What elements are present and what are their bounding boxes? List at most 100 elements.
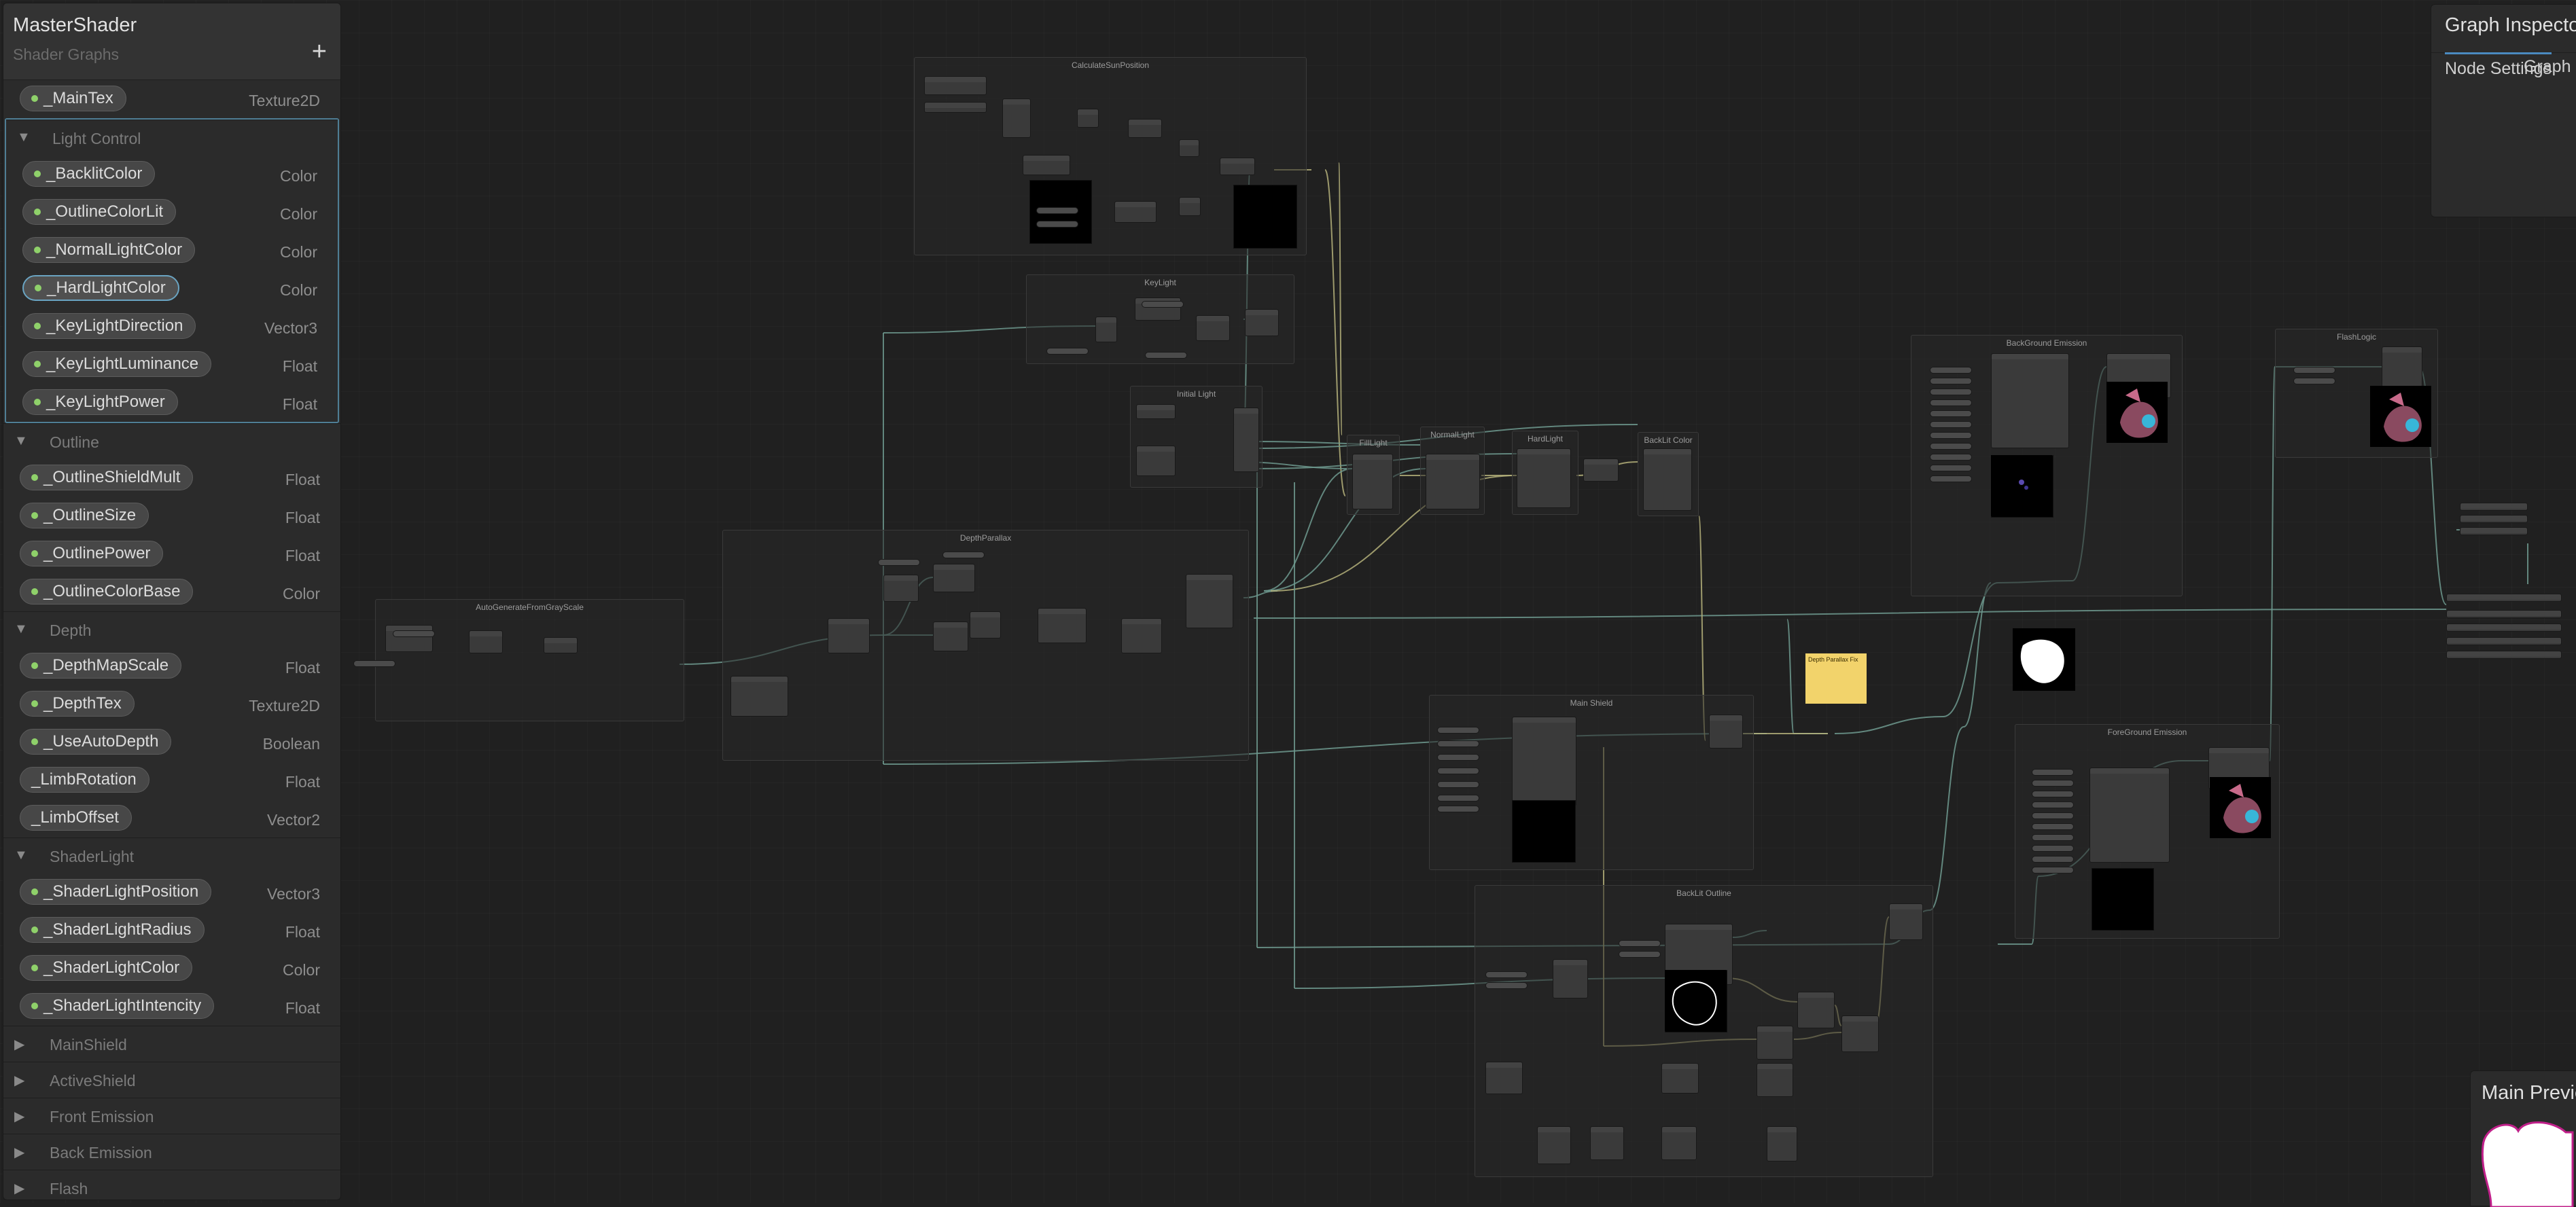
master-stack-block[interactable] bbox=[2446, 624, 2562, 632]
edge-wire[interactable] bbox=[1943, 582, 1998, 717]
property-node[interactable] bbox=[1930, 367, 1972, 374]
graph-node[interactable] bbox=[1643, 448, 1692, 511]
edge-wire[interactable] bbox=[2269, 366, 2276, 761]
property-node[interactable] bbox=[1930, 421, 1972, 428]
graph-node[interactable] bbox=[1512, 717, 1576, 806]
property-pill[interactable]: _DepthTex bbox=[20, 691, 135, 717]
property-node[interactable] bbox=[1437, 727, 1479, 734]
property-node[interactable] bbox=[1485, 971, 1528, 978]
property-node[interactable] bbox=[1485, 982, 1528, 989]
property-node[interactable] bbox=[1930, 465, 1972, 471]
graph-node[interactable] bbox=[1426, 454, 1480, 509]
property-node[interactable] bbox=[2032, 812, 2074, 819]
category-header[interactable]: ▼ShaderLight bbox=[3, 837, 340, 873]
property-node[interactable] bbox=[2032, 834, 2074, 841]
add-property-button[interactable]: + bbox=[311, 37, 327, 66]
chevron-right-icon[interactable]: ▶ bbox=[14, 1037, 25, 1052]
property-node[interactable] bbox=[1930, 443, 1972, 450]
property-node[interactable] bbox=[1619, 951, 1661, 958]
graph-node[interactable] bbox=[1797, 992, 1835, 1028]
graph-node[interactable] bbox=[1485, 1062, 1523, 1094]
category-header[interactable]: ▶Front Emission bbox=[3, 1098, 340, 1134]
property-node[interactable] bbox=[2293, 367, 2335, 374]
graph-node[interactable] bbox=[883, 575, 919, 602]
property-node[interactable] bbox=[1036, 207, 1078, 214]
graph-node[interactable] bbox=[1038, 608, 1087, 643]
property-pill[interactable]: _ShaderLightRadius bbox=[20, 917, 205, 943]
master-stack-block[interactable] bbox=[2446, 594, 2562, 602]
property-node[interactable] bbox=[2293, 378, 2335, 384]
graph-node[interactable] bbox=[1136, 404, 1176, 419]
graph-node[interactable] bbox=[1537, 1126, 1571, 1164]
graph-node[interactable] bbox=[1517, 448, 1571, 508]
graph-node[interactable] bbox=[924, 102, 987, 113]
property-pill[interactable]: _ShaderLightIntencity bbox=[20, 993, 215, 1019]
property-pill[interactable]: _OutlineShieldMult bbox=[20, 465, 194, 490]
category-header[interactable]: ▶ActiveShield bbox=[3, 1062, 340, 1098]
edge-wire[interactable] bbox=[1263, 468, 1353, 592]
edge-wire[interactable] bbox=[1253, 609, 2447, 619]
graph-node[interactable] bbox=[828, 618, 870, 653]
property-node[interactable] bbox=[1930, 410, 1972, 417]
master-stack-block[interactable] bbox=[2446, 637, 2562, 645]
category-header[interactable]: ▼Light Control bbox=[6, 120, 338, 156]
graph-node[interactable] bbox=[1709, 715, 1743, 749]
graph-node[interactable] bbox=[1128, 119, 1162, 138]
graph-node[interactable] bbox=[1245, 309, 1279, 336]
property-node[interactable] bbox=[1930, 432, 1972, 439]
property-node[interactable] bbox=[2032, 780, 2074, 787]
property-node[interactable] bbox=[878, 559, 920, 566]
category-header[interactable]: ▼Outline bbox=[3, 423, 340, 459]
category-header[interactable]: ▶Back Emission bbox=[3, 1134, 340, 1170]
graph-node[interactable] bbox=[1590, 1126, 1624, 1160]
tab-node-settings[interactable]: Node Settings bbox=[2445, 52, 2552, 79]
property-pill[interactable]: _LimbRotation bbox=[20, 767, 149, 793]
graph-node[interactable] bbox=[1121, 618, 1162, 653]
property-pill[interactable]: _OutlineSize bbox=[20, 503, 149, 528]
property-node[interactable] bbox=[353, 660, 395, 667]
property-node[interactable] bbox=[2032, 801, 2074, 808]
chevron-down-icon[interactable]: ▼ bbox=[14, 848, 28, 863]
property-pill[interactable]: _DepthMapScale bbox=[20, 653, 182, 679]
property-node[interactable] bbox=[1046, 348, 1089, 355]
property-pill[interactable]: _ShaderLightPosition bbox=[20, 879, 212, 905]
graph-node[interactable] bbox=[1767, 1126, 1797, 1161]
graph-node[interactable] bbox=[1077, 109, 1099, 128]
category-header[interactable]: ▶MainShield bbox=[3, 1026, 340, 1062]
property-pill[interactable]: _OutlineColorBase bbox=[20, 579, 194, 605]
edge-wire[interactable] bbox=[1834, 716, 1944, 734]
property-node[interactable] bbox=[2032, 845, 2074, 852]
property-node[interactable] bbox=[2032, 823, 2074, 830]
property-node[interactable] bbox=[1437, 754, 1479, 761]
property-node[interactable] bbox=[2032, 856, 2074, 863]
category-header[interactable]: ▼Depth bbox=[3, 611, 340, 647]
property-node[interactable] bbox=[1619, 940, 1661, 947]
graph-node[interactable] bbox=[1186, 574, 1233, 628]
property-pill[interactable]: _KeyLightLuminance bbox=[22, 351, 212, 377]
group-depth-parallax[interactable]: DepthParallax bbox=[722, 530, 1249, 761]
group-auto-generate[interactable]: AutoGenerateFromGrayScale bbox=[375, 599, 684, 721]
graph-node[interactable] bbox=[1991, 353, 2069, 448]
property-pill[interactable]: _KeyLightDirection bbox=[22, 313, 196, 339]
property-node[interactable] bbox=[2032, 769, 2074, 776]
graph-node[interactable] bbox=[970, 611, 1001, 638]
graph-node[interactable] bbox=[2089, 768, 2170, 863]
tab-graph-settings[interactable]: Graph Settings bbox=[2524, 57, 2576, 76]
property-node[interactable] bbox=[1930, 378, 1972, 384]
property-node[interactable] bbox=[2032, 867, 2074, 873]
graph-node[interactable] bbox=[1841, 1015, 1879, 1052]
edge-wire[interactable] bbox=[1963, 582, 1992, 727]
chevron-down-icon[interactable]: ▼ bbox=[14, 433, 28, 448]
